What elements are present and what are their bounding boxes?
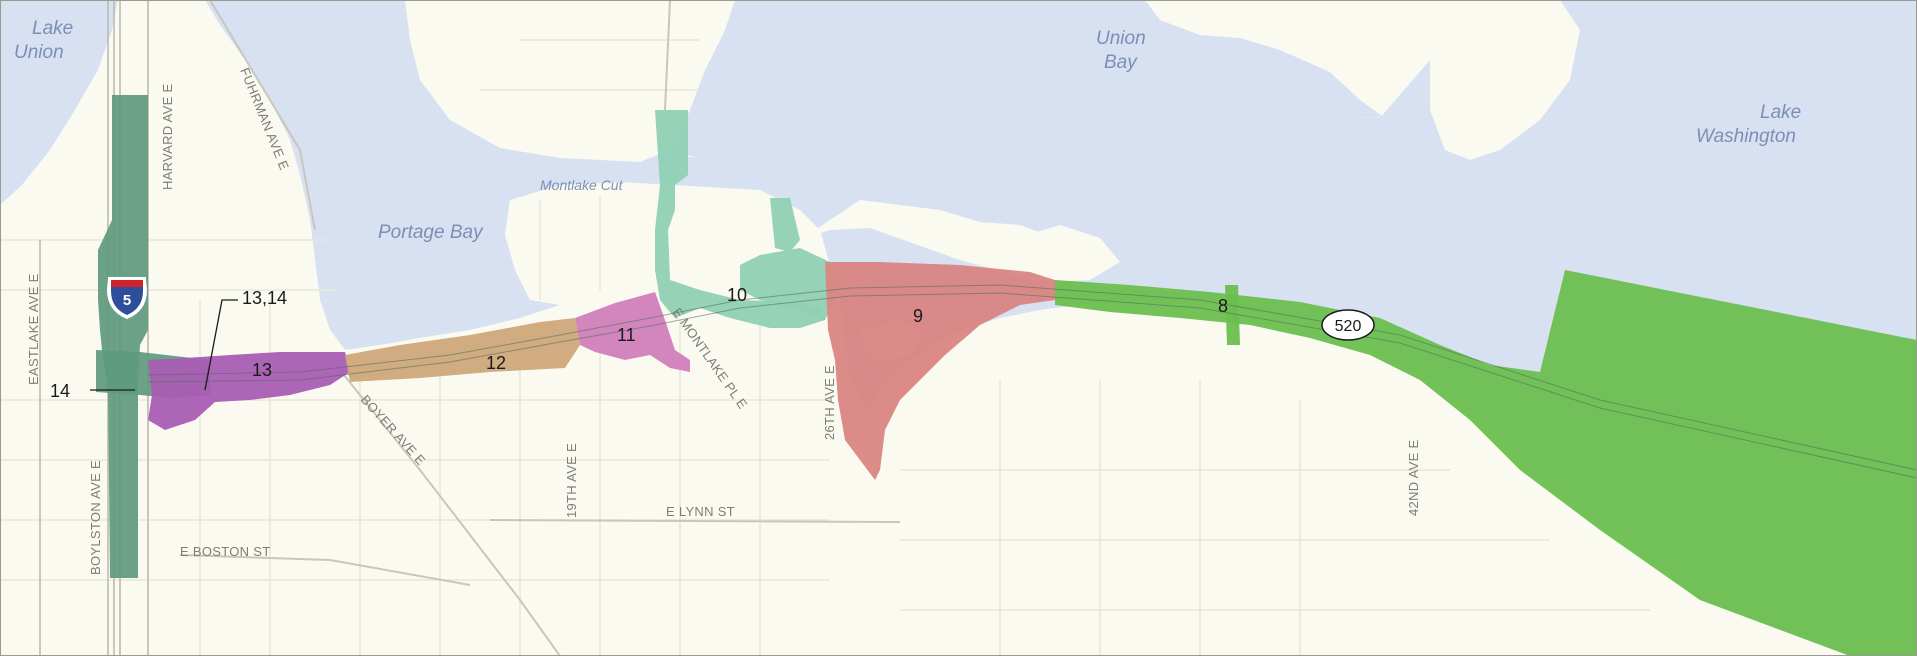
segment-14-callout-label: 14	[50, 381, 70, 401]
segment-13-label: 13	[252, 360, 272, 380]
segment-13-area	[148, 352, 350, 430]
lake-washington-label-line1: Lake	[1760, 102, 1801, 123]
nineteenth-street-label: 19TH AVE E	[564, 443, 579, 518]
boylston-street-label: BOYLSTON AVE E	[88, 460, 103, 575]
segment-11-label: 11	[617, 325, 636, 345]
lake-washington-label-line2: Washington	[1696, 126, 1796, 147]
north-road-line	[664, 0, 671, 111]
segment-14-area	[98, 95, 148, 578]
segment-labels: 8 9 10 11 12 13 14 13,14	[50, 285, 1228, 401]
segment-8-pier	[1225, 285, 1240, 345]
eastlake-street-label: EASTLAKE AVE E	[26, 273, 41, 385]
segment-11-area	[575, 292, 690, 372]
segment-12-area	[345, 318, 580, 382]
lake-union-water	[0, 0, 118, 205]
highway-centerlines	[147, 284, 1917, 479]
union-bay-label-line1: Union	[1096, 28, 1146, 49]
main-water-body	[205, 0, 1917, 656]
harvard-street-label: HARVARD AVE E	[160, 83, 175, 190]
segment-10-label: 10	[727, 285, 747, 305]
sr520-centerline	[147, 284, 1917, 471]
portage-bay-label: Portage Bay	[378, 222, 484, 243]
sr520-centerline-2	[147, 292, 1917, 479]
boston-street-label: E BOSTON ST	[180, 544, 270, 559]
sr-520-shield-number: 520	[1335, 318, 1362, 335]
segment-9-label: 9	[913, 306, 923, 326]
lynn-road-line	[489, 519, 901, 523]
callout-leader-13-14	[204, 299, 238, 391]
union-bay-north	[660, 0, 1385, 160]
montlake-cut-label: Montlake Cut	[540, 177, 624, 193]
interstate-5-shield-number: 5	[123, 292, 131, 309]
water-labels: Lake Union Union Bay Lake Washington Por…	[14, 18, 1801, 243]
project-segments	[96, 95, 1917, 656]
lake-union-label-line2: Union	[14, 42, 64, 63]
lake-union-label-line1: Lake	[32, 18, 73, 39]
east-peninsula	[1430, 0, 1580, 160]
interstate-5-shield-icon: 5	[106, 277, 148, 320]
sr-520-shield-icon: 520	[1321, 309, 1375, 341]
segment-10-block	[740, 248, 840, 320]
segment-10-spur	[770, 198, 800, 252]
union-bay-label-line2: Bay	[1104, 52, 1138, 73]
segment-13-14-callout-label: 13,14	[242, 288, 287, 308]
south-land	[0, 0, 1780, 656]
segment-9-area	[825, 262, 1055, 480]
segment-8-area	[1055, 270, 1917, 656]
forty-second-street-label: 42ND AVE E	[1406, 440, 1421, 516]
lynn-street-label: E LYNN ST	[666, 504, 735, 519]
boston-road-line	[179, 554, 471, 586]
callout-leaders	[90, 299, 238, 391]
twenty-sixth-street-label: 26TH AVE E	[822, 365, 837, 440]
fuhrman-road-line	[209, 0, 316, 231]
segment-8-label: 8	[1218, 296, 1228, 316]
segment-12-label: 12	[486, 353, 506, 373]
foster-island	[1010, 225, 1120, 282]
boyer-road-line	[339, 369, 561, 656]
